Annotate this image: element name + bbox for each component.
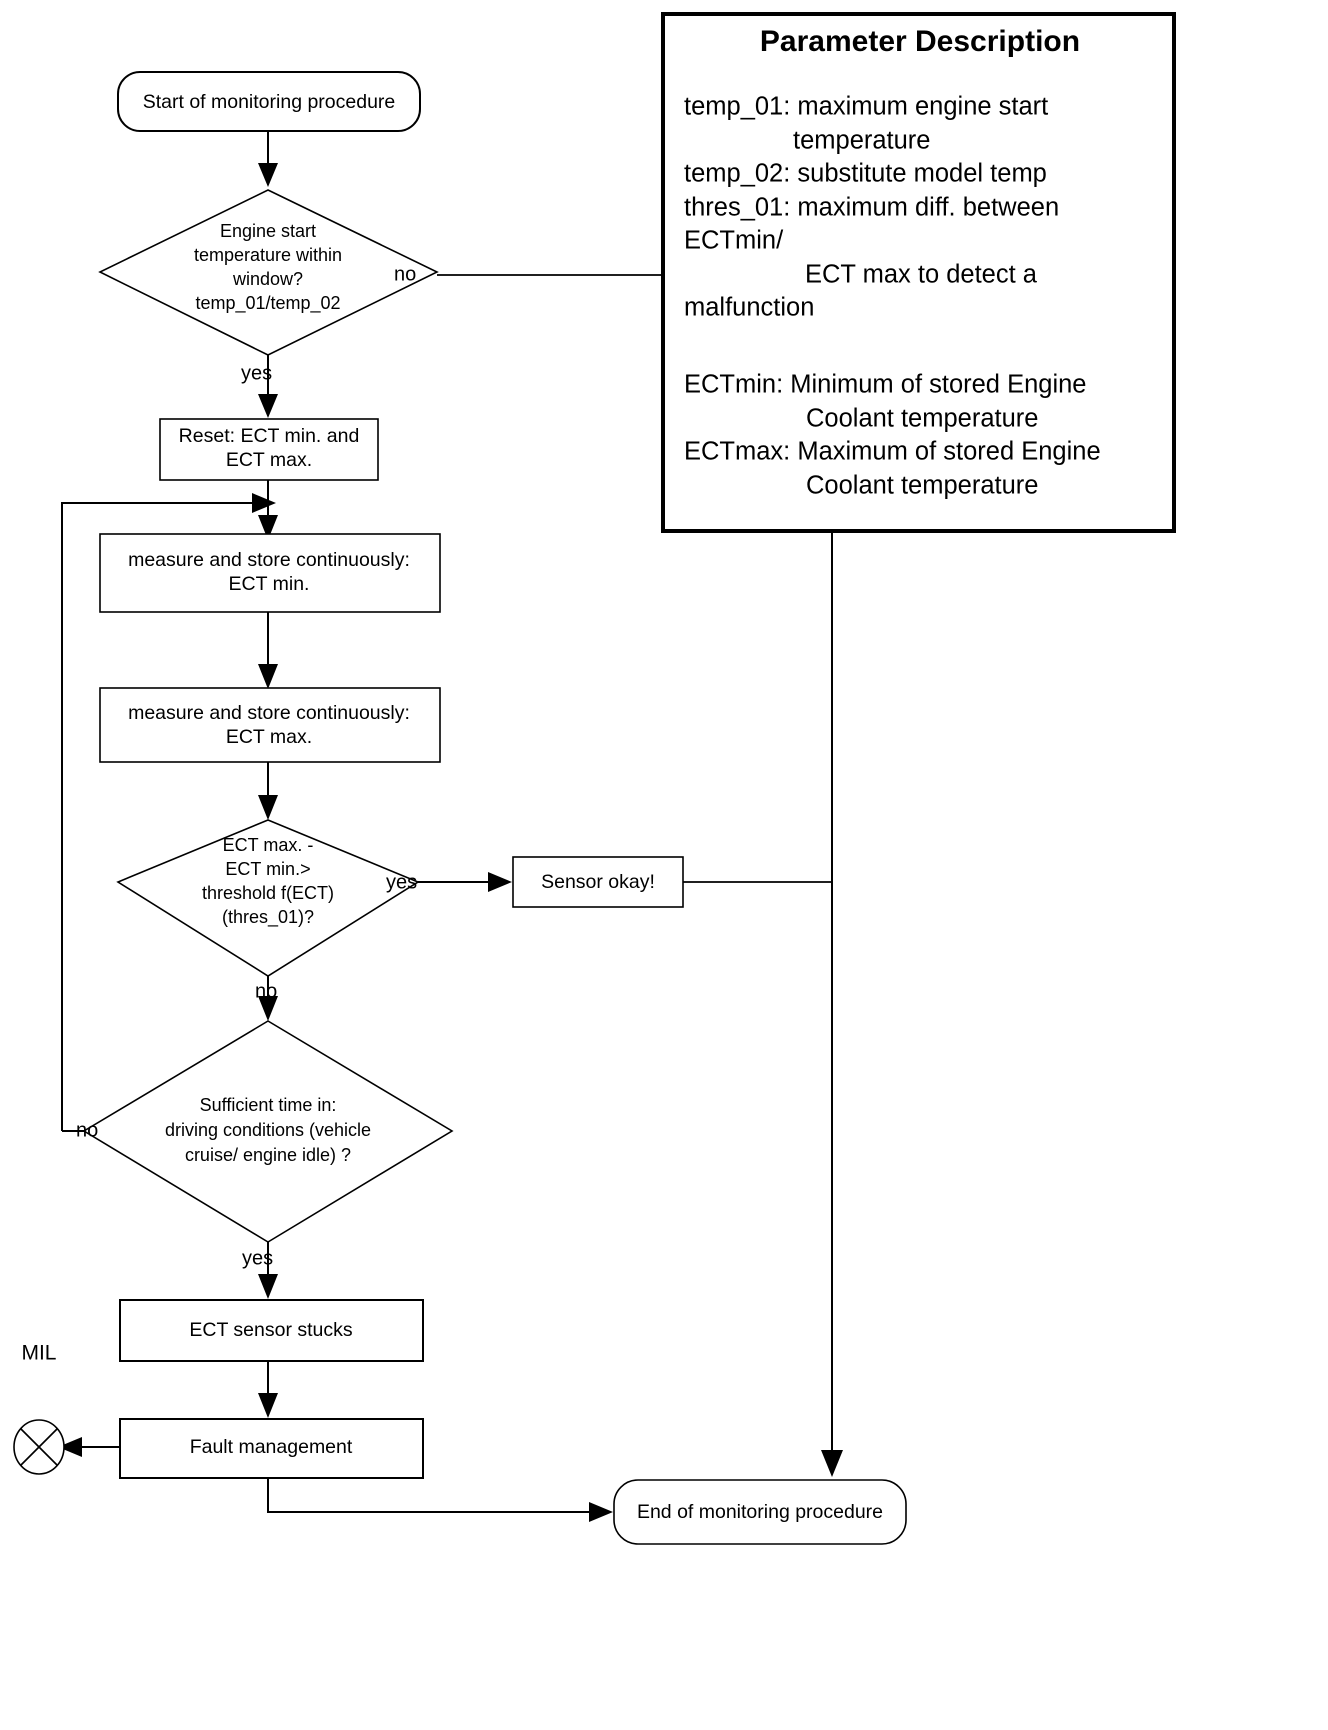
decision-engine-start-line-4: temp_01/temp_02 xyxy=(195,293,340,314)
node-sensor-stucks-label: ECT sensor stucks xyxy=(189,1319,353,1341)
edge-label-time-yes: yes xyxy=(242,1247,273,1269)
node-measure-max[interactable]: measure and store continuously: ECT max. xyxy=(99,687,441,763)
node-reset-line-1: Reset: ECT min. and xyxy=(179,425,360,447)
parameter-description-panel: Parameter Description temp_01: maximum e… xyxy=(661,12,1176,533)
node-decision-engine-start[interactable]: Engine start temperature within window? … xyxy=(98,189,439,356)
node-measure-min-line-1: measure and store continuously: xyxy=(128,549,410,571)
mil-lamp-icon xyxy=(13,1419,65,1475)
decision-time-line-3: cruise/ engine idle) ? xyxy=(185,1145,351,1165)
edge-start-to-engine-decision xyxy=(258,131,278,187)
node-decision-time[interactable]: Sufficient time in: driving conditions (… xyxy=(82,1020,454,1243)
panel-line-8: ECTmin: Minimum of stored Engine xyxy=(684,371,1086,399)
node-fault-management[interactable]: Fault management xyxy=(119,1418,424,1479)
node-sensor-okay[interactable]: Sensor okay! xyxy=(512,856,684,908)
decision-engine-start-line-1: Engine start xyxy=(220,221,316,241)
decision-time-line-2: driving conditions (vehicle xyxy=(165,1120,371,1140)
decision-threshold-line-1: ECT max. - xyxy=(223,835,314,855)
parameter-description-title: Parameter Description xyxy=(760,25,1080,58)
panel-line-11: Coolant temperature xyxy=(806,472,1038,500)
edge-threshold-yes-to-sensor-okay xyxy=(418,872,512,892)
panel-line-5: ECT max to detect a xyxy=(805,261,1038,289)
node-reset-line-2: ECT max. xyxy=(226,449,312,471)
node-measure-min[interactable]: measure and store continuously: ECT min. xyxy=(99,533,441,613)
decision-engine-start-line-3: window? xyxy=(232,269,303,289)
node-fault-management-label: Fault management xyxy=(190,1436,353,1458)
node-sensor-okay-label: Sensor okay! xyxy=(541,871,655,893)
node-measure-min-line-2: ECT min. xyxy=(229,573,310,595)
node-sensor-stucks[interactable]: ECT sensor stucks xyxy=(119,1299,424,1362)
node-decision-threshold[interactable]: ECT max. - ECT min.> threshold f(ECT) (t… xyxy=(116,819,420,977)
panel-line-2: temp_02: substitute model temp xyxy=(684,160,1047,188)
node-start[interactable]: Start of monitoring procedure xyxy=(117,71,421,132)
panel-line-10: ECTmax: Maximum of stored Engine xyxy=(684,438,1101,466)
decision-time-line-1: Sufficient time in: xyxy=(200,1095,337,1115)
node-reset[interactable]: Reset: ECT min. and ECT max. xyxy=(159,418,379,481)
panel-line-9: Coolant temperature xyxy=(806,405,1038,433)
mil-label: MIL xyxy=(21,1342,56,1365)
edge-panel-to-end xyxy=(821,531,843,1477)
edge-label-time-no: no xyxy=(76,1119,98,1141)
panel-line-0: temp_01: maximum engine start xyxy=(684,93,1048,121)
node-end-label: End of monitoring procedure xyxy=(637,1501,883,1523)
edge-sensor-stucks-to-fault-management xyxy=(258,1361,278,1418)
node-start-label: Start of monitoring procedure xyxy=(143,91,396,113)
node-measure-max-line-1: measure and store continuously: xyxy=(128,702,410,724)
edge-engine-decision-yes xyxy=(258,355,278,418)
edge-threshold-no-to-time-decision xyxy=(258,976,278,1021)
node-measure-max-line-2: ECT max. xyxy=(226,726,312,748)
edge-fault-management-to-end xyxy=(267,1478,613,1522)
edge-label-threshold-no: no xyxy=(255,980,277,1002)
edge-fault-management-to-mil xyxy=(58,1437,120,1457)
panel-line-4: ECTmin/ xyxy=(684,227,784,255)
node-end[interactable]: End of monitoring procedure xyxy=(613,1479,907,1545)
decision-engine-start-line-2: temperature within xyxy=(194,245,342,265)
edge-label-engine-start-no: no xyxy=(394,263,416,285)
edge-measure-max-to-threshold xyxy=(258,762,278,820)
decision-threshold-line-4: (thres_01)? xyxy=(222,907,314,928)
decision-threshold-line-2: ECT min.> xyxy=(225,859,310,879)
panel-line-1: temperature xyxy=(793,127,931,155)
edge-reset-to-measure-min xyxy=(258,480,278,540)
edge-measure-min-to-measure-max xyxy=(258,612,278,689)
panel-line-6: malfunction xyxy=(684,294,814,322)
edge-label-threshold-yes: yes xyxy=(386,871,417,893)
panel-line-3: thres_01: maximum diff. between xyxy=(684,194,1059,222)
edge-label-engine-start-yes: yes xyxy=(241,362,272,384)
decision-threshold-line-3: threshold f(ECT) xyxy=(202,883,334,903)
edge-time-decision-yes xyxy=(258,1242,278,1299)
